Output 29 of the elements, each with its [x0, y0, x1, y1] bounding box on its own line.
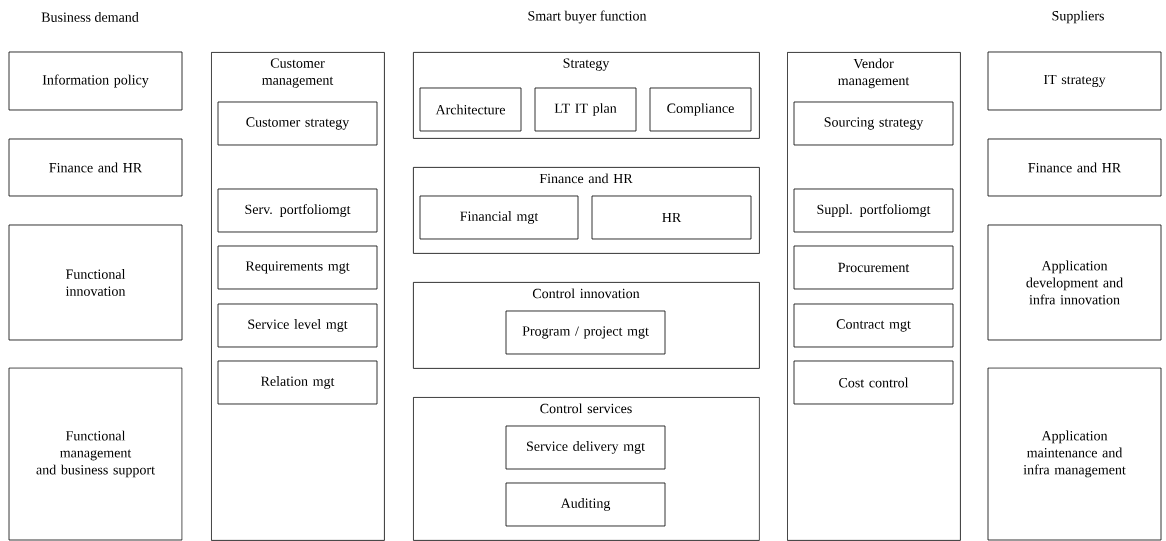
process-box: Cost control	[793, 360, 954, 405]
process-box: Suppl. portfoliomgt	[793, 188, 954, 233]
process-box: Architecture	[419, 87, 522, 132]
process-box: Requirements mgt	[217, 245, 378, 290]
process-box: Financial mgt	[419, 195, 579, 240]
process-box: IT strategy	[987, 51, 1162, 111]
process-box: Sourcing strategy	[793, 101, 954, 146]
process-box: Application maintenance and infra management	[987, 367, 1162, 541]
process-box: Information policy	[8, 51, 183, 111]
process-box: Compliance	[649, 87, 752, 132]
process-box: Finance and HR	[987, 138, 1162, 197]
process-box: Finance and HR	[8, 138, 183, 197]
column-heading: Business demand	[41, 12, 139, 22]
process-box: Auditing	[505, 482, 666, 527]
process-box: Program / project mgt	[505, 310, 666, 355]
process-box: Customer strategy	[217, 101, 378, 146]
process-box: Service level mgt	[217, 303, 378, 348]
process-box: Application development and infra innovation	[987, 224, 1162, 341]
process-box: HR	[591, 195, 752, 240]
column-heading: Suppliers	[1052, 10, 1104, 24]
process-box: LT IT plan	[534, 87, 637, 132]
process-box: Functional innovation	[8, 224, 183, 341]
process-box: Procurement	[793, 245, 954, 290]
process-box: Serv. portfoliomgt	[217, 188, 378, 233]
process-box: Relation mgt	[217, 360, 378, 405]
process-box: Contract mgt	[793, 303, 954, 348]
process-box: Service delivery mgt	[505, 425, 666, 470]
process-box: Functional management and business support	[8, 367, 183, 541]
column-heading: Smart buyer function	[528, 10, 647, 24]
